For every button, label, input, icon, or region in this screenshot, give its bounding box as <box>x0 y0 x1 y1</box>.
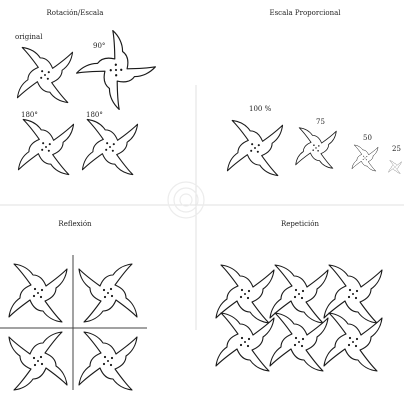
label-180: 180° <box>21 111 38 119</box>
shuriken-scale-100 <box>226 119 284 177</box>
label-90: 90° <box>93 42 106 50</box>
label-scale-75: 75 <box>316 118 325 126</box>
rotation-panel-title: Rotación/Escala <box>46 9 104 17</box>
label-scale-25: 25 <box>392 145 401 153</box>
reflection-panel <box>0 255 147 391</box>
shuriken-scale-50 <box>351 144 379 172</box>
label-scale-50: 50 <box>363 134 372 142</box>
shuriken-rotated-90 <box>73 27 159 113</box>
shuriken-reflect-bl <box>8 331 68 391</box>
shuriken-original <box>16 46 74 104</box>
label-270: 180° <box>86 111 103 119</box>
shuriken-reflect-br <box>78 331 138 391</box>
watermark-swirl <box>167 181 205 219</box>
shuriken-rotated-270 <box>81 118 139 176</box>
shuriken-scale-75 <box>295 127 337 169</box>
repetition-panel <box>215 264 383 372</box>
shuriken-reflect-tr <box>78 263 138 323</box>
shuriken-rotated-180 <box>17 118 75 176</box>
label-original: original <box>15 33 43 41</box>
label-scale-100: 100 % <box>249 105 272 113</box>
rotation-panel <box>16 27 159 176</box>
scale-panel-title: Escala Proporcional <box>269 9 341 17</box>
repetition-panel-title: Repetición <box>281 220 319 228</box>
shuriken-reflect-tl <box>8 263 68 323</box>
reflection-panel-title: Reflexión <box>58 220 92 228</box>
scale-panel <box>226 119 402 177</box>
shuriken-scale-25 <box>388 160 402 174</box>
